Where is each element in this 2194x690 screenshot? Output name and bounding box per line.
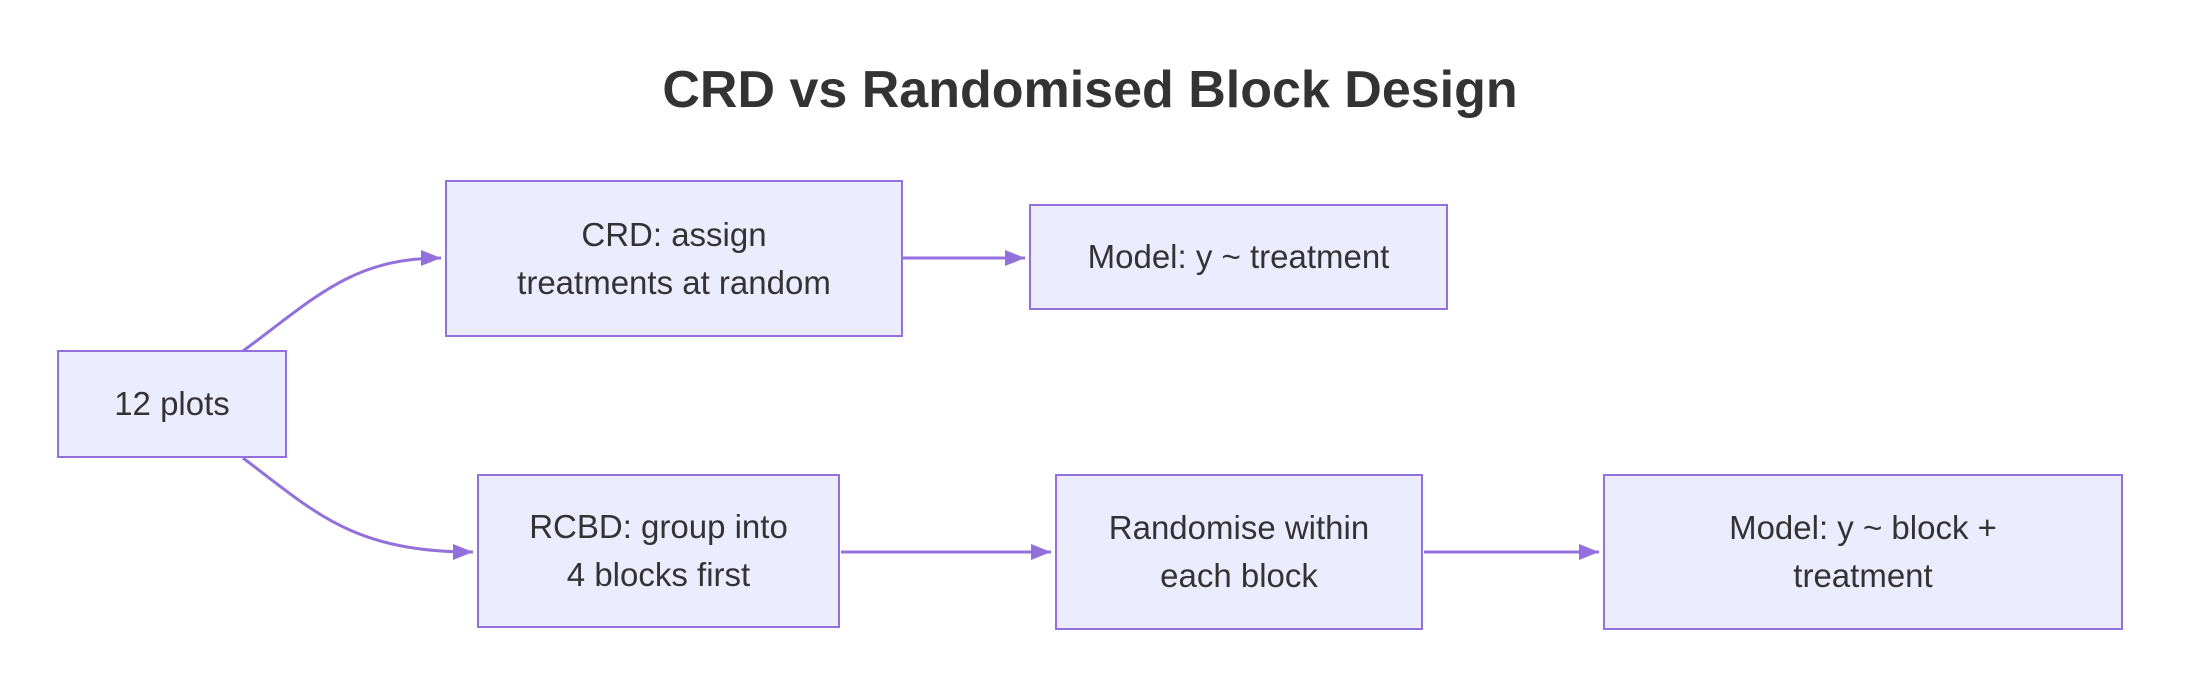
- diagram-title: CRD vs Randomised Block Design: [662, 61, 1518, 119]
- node-rcbd-group-label: RCBD: group into 4 blocks first: [529, 508, 788, 593]
- edge-plots-to-rcbd: [242, 456, 474, 560]
- node-crd-model-label: Model: y ~ treatment: [1087, 238, 1390, 276]
- node-crd-assign: CRD: assign treatments at random: [445, 180, 903, 337]
- node-crd-assign-label: CRD: assign treatments at random: [517, 215, 831, 301]
- node-rcbd-model: Model: y ~ block + treatment: [1603, 474, 2123, 630]
- node-randomise-within-label: Randomise within each block: [1108, 509, 1370, 594]
- node-rcbd-model-label: Model: y ~ block + treatment: [1729, 509, 1997, 594]
- node-randomise-within: Randomise within each block: [1055, 474, 1423, 630]
- node-12-plots: 12 plots: [57, 350, 287, 458]
- node-rcbd-group: RCBD: group into 4 blocks first: [477, 474, 840, 628]
- node-12-plots-label: 12 plots: [114, 385, 230, 423]
- edge-plots-to-crd: [242, 250, 442, 353]
- node-crd-model: Model: y ~ treatment: [1029, 204, 1448, 310]
